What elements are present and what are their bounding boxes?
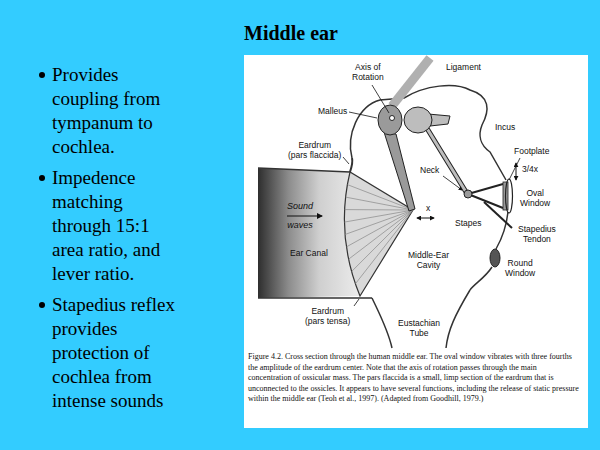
ligament: [392, 58, 430, 106]
sound-arrow: [287, 215, 322, 216]
figure-part: [372, 85, 389, 113]
part-label: Incus: [495, 122, 515, 132]
part-label: Middle-Ear Cavity: [408, 250, 449, 270]
part-label: Ligament: [446, 62, 481, 72]
figure-part: [349, 112, 377, 118]
figure-panel: [244, 55, 588, 428]
stapes-head: [464, 190, 472, 198]
part-label: Footplate: [514, 146, 549, 156]
figure-part: [509, 158, 520, 180]
pars-flaccida: [350, 158, 352, 172]
oval-window: [506, 179, 513, 213]
part-label: Eardrum (pars flaccida): [288, 140, 341, 160]
figure-part: [346, 197, 413, 210]
malleus-head: [378, 105, 402, 135]
leader-lines: [343, 85, 520, 306]
part-label: Eustachian Tube: [398, 318, 440, 338]
figure-part: [355, 210, 413, 284]
bullet-text: Provides coupling from tympanum to cochl…: [52, 63, 160, 159]
incus-process: [428, 130, 466, 192]
part-label: Axis of Rotation: [352, 62, 384, 82]
part-label: Ear Canal: [290, 248, 328, 258]
figure-part: [346, 210, 413, 247]
axis-marker: [390, 116, 395, 121]
figure-part: [345, 210, 413, 235]
part-label: Round Window: [505, 258, 535, 278]
figure-part: [352, 210, 413, 272]
part-label: Eardrum (pars tensa): [305, 306, 350, 326]
eustachian-tube: [372, 290, 470, 348]
malleus-handle: [384, 132, 415, 211]
incus-body: [404, 107, 432, 133]
dimension-label: 3/4x: [522, 164, 538, 174]
figure-part: [345, 209, 413, 210]
part-label: Malleus: [318, 106, 347, 116]
figure-caption: Figure 4.2. Cross section through the hu…: [248, 352, 582, 405]
figure-part: [443, 176, 462, 190]
round-window: [490, 249, 500, 267]
part-label: Neck: [420, 165, 439, 175]
eardrum-fibres: [344, 185, 413, 284]
bullet-text: Impedence matching through 15:1 area rat…: [52, 166, 160, 286]
bullet-dot: [39, 72, 45, 78]
sound-label: Sound waves: [287, 197, 313, 235]
part-label: Stapedius Tendon: [518, 224, 556, 244]
part-label: Stapes: [455, 218, 481, 228]
amplitude-arrow: [417, 218, 434, 219]
bullet-dot: [39, 302, 45, 308]
dimension-label: x: [426, 203, 430, 213]
part-label: Oval Window: [520, 188, 550, 208]
slide-title: Middle ear: [0, 22, 596, 45]
bullet-dot: [39, 175, 45, 181]
incus-process: [428, 130, 466, 192]
figure-part: [343, 157, 349, 164]
stapedius-tendon: [484, 202, 512, 228]
figure-part: [354, 299, 359, 306]
bullet-text: Stapedius reflex provides protection of …: [52, 293, 175, 413]
